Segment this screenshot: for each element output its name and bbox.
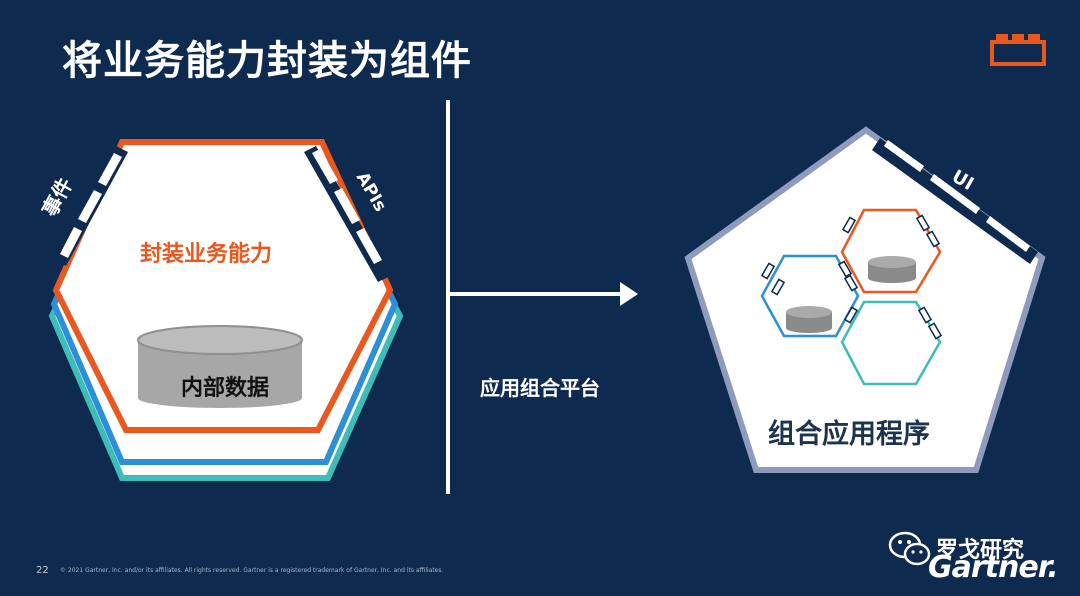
teal-hex xyxy=(840,300,942,386)
database-cylinder-icon xyxy=(868,256,916,283)
composed-app-label: 组合应用程序 xyxy=(768,419,930,450)
account-name: 罗戈研究 xyxy=(936,538,1025,563)
blue-hex xyxy=(760,254,860,338)
lego-brick-icon xyxy=(990,34,1046,66)
apis-port xyxy=(304,146,390,282)
composed-application xyxy=(684,126,1046,473)
internal-data-label: 内部数据 xyxy=(180,376,269,401)
component-stack xyxy=(48,139,404,481)
gartner-logo: Gartner. xyxy=(928,550,1059,585)
database-cylinder-icon xyxy=(786,306,832,333)
copyright-text: © 2021 Gartner, Inc. and/or its affiliat… xyxy=(60,567,444,574)
platform-label: 应用组合平台 xyxy=(480,376,600,400)
page-number: 22 xyxy=(36,565,49,576)
right-arrow-icon xyxy=(450,282,638,306)
orange-hex xyxy=(840,208,942,294)
capability-label: 封装业务能力 xyxy=(140,242,273,267)
events-port xyxy=(54,146,128,266)
slide-title: 将业务能力封装为组件 xyxy=(62,38,472,84)
wechat-icon xyxy=(888,531,931,566)
database-cylinder-icon xyxy=(137,325,303,408)
